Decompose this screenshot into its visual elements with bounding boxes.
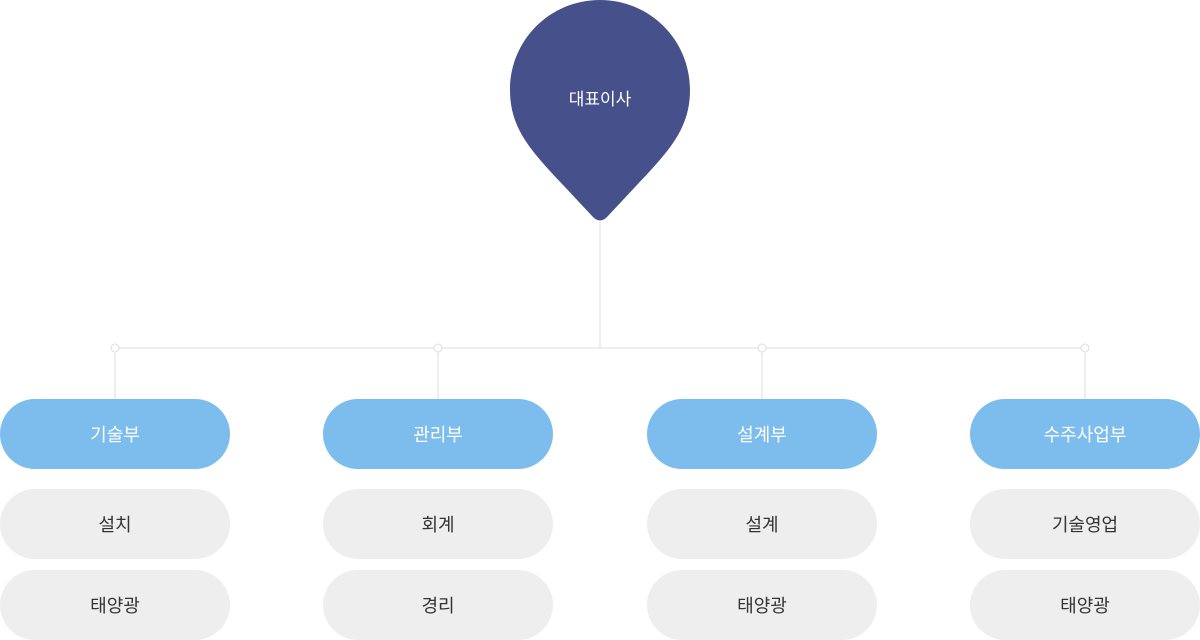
department-header: 수주사업부 <box>970 399 1200 469</box>
dept-1-connector-dot <box>110 343 120 353</box>
department-column-4: 수주사업부 기술영업 태양광 <box>970 399 1200 640</box>
dept-4-connector-dot <box>1080 343 1090 353</box>
dept-3-connector-dot <box>757 343 767 353</box>
team-item: 설계 <box>647 489 877 559</box>
department-column-2: 관리부 회계 경리 <box>323 399 553 640</box>
team-item: 태양광 <box>970 570 1200 640</box>
department-column-3: 설계부 설계 태양광 <box>647 399 877 640</box>
department-header: 설계부 <box>647 399 877 469</box>
team-item: 기술영업 <box>970 489 1200 559</box>
team-item: 설치 <box>0 489 230 559</box>
team-item: 태양광 <box>647 570 877 640</box>
team-item: 경리 <box>323 570 553 640</box>
team-item: 회계 <box>323 489 553 559</box>
department-column-1: 기술부 설치 태양광 <box>0 399 230 640</box>
dept-2-connector-dot <box>433 343 443 353</box>
team-item: 태양광 <box>0 570 230 640</box>
ceo-title: 대표이사 <box>568 90 632 110</box>
map-pin-icon <box>510 0 690 221</box>
department-header: 기술부 <box>0 399 230 469</box>
ceo-node: 대표이사 <box>510 0 690 222</box>
department-header: 관리부 <box>323 399 553 469</box>
